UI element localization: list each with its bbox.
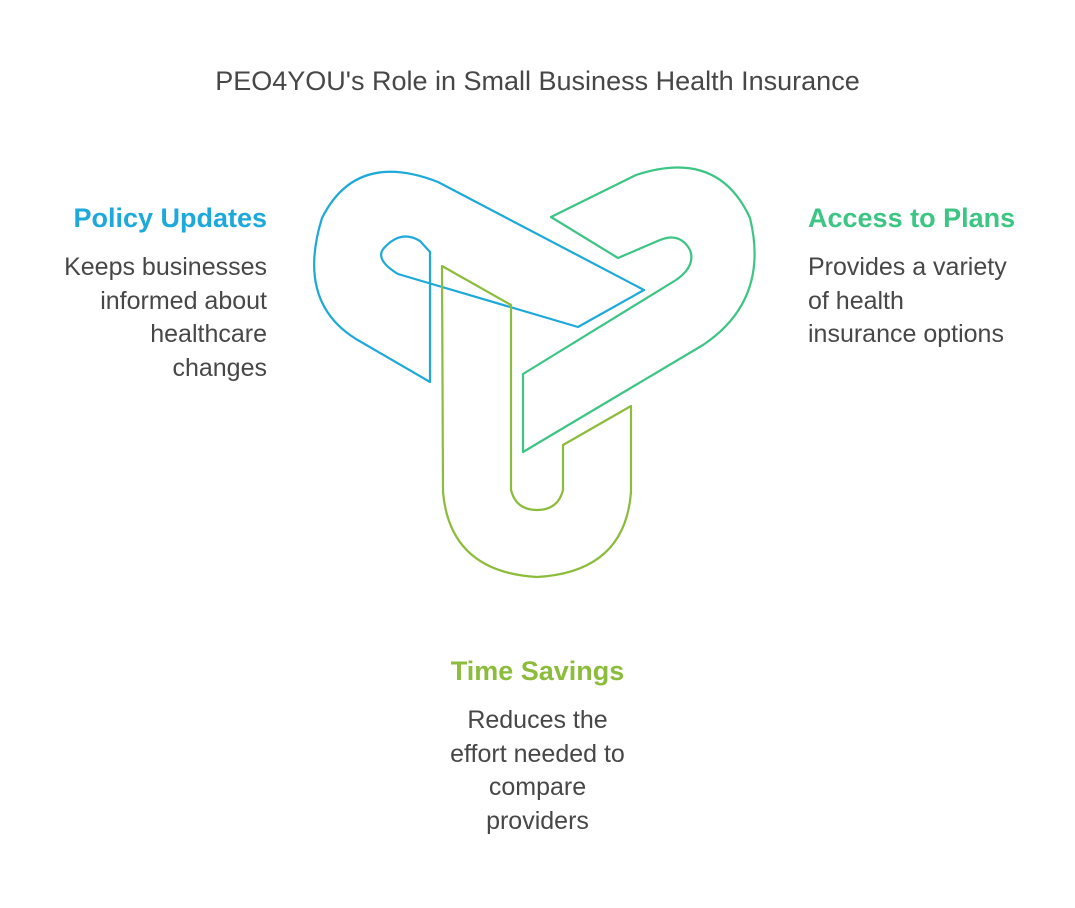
description-line: insurance options [808,320,1004,348]
time-savings-block: Time Savings Reduces the effort needed t… [400,654,675,838]
diagram-title: PEO4YOU's Role in Small Business Health … [215,66,860,96]
access-to-plans-description: Provides a variety of health insurance o… [808,251,1058,352]
access-to-plans-block: Access to Plans Provides a variety of he… [808,201,1058,352]
description-line: effort needed to [450,739,625,768]
description-line: compare [488,773,587,801]
description-line: changes [172,353,267,382]
description-line: providers [486,806,589,835]
policy-updates-description: Keeps businesses informed about healthca… [20,251,267,385]
description-line: Keeps businesses [64,253,267,281]
description-line: of health [808,286,904,315]
policy-updates-heading: Policy Updates [73,203,267,233]
access-to-plans-heading: Access to Plans [808,203,1016,233]
access-to-plans-loop [521,166,756,454]
policy-updates-loop [313,170,646,384]
time-savings-loop [440,264,633,579]
description-line: healthcare [150,320,267,348]
time-savings-description: Reduces the effort needed to compare pro… [400,704,675,838]
description-line: informed about [100,286,267,315]
policy-updates-block: Policy Updates Keeps businesses informed… [20,201,267,385]
description-line: Reduces the [467,706,608,734]
description-line: Provides a variety [808,253,1007,281]
time-savings-heading: Time Savings [450,656,625,686]
